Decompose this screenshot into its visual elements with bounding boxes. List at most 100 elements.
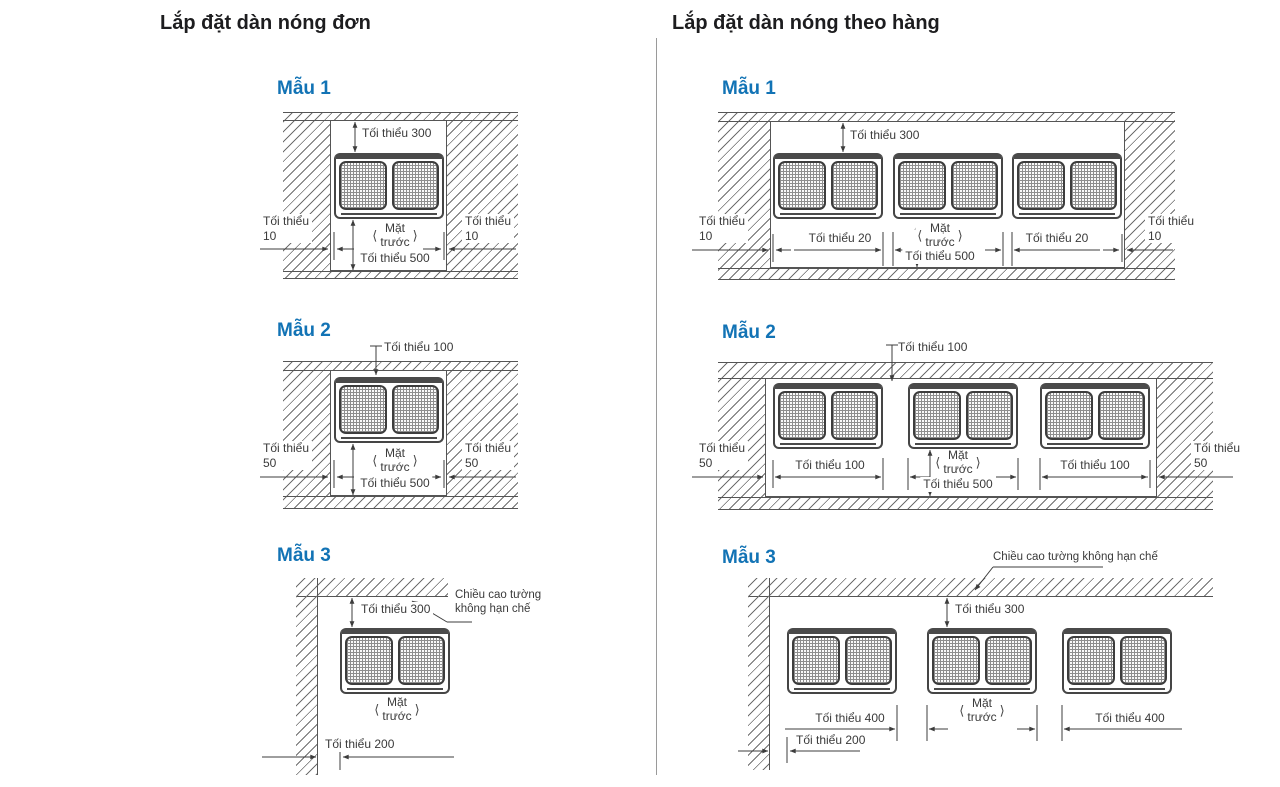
dim-label-top: Tối thiểu 300	[850, 128, 920, 142]
outdoor-unit	[773, 153, 883, 219]
angle-bracket-left-icon: ⟨	[374, 701, 380, 717]
outdoor-unit	[334, 153, 444, 219]
pattern-label-right-1: Mẫu 1	[722, 78, 776, 99]
angle-bracket-left-icon: ⟨	[935, 454, 941, 470]
wall-hatch-top	[296, 578, 448, 597]
wall-line	[718, 268, 1175, 269]
dim-label-top: Tối thiểu 300	[955, 602, 1025, 616]
wall-line	[718, 497, 1213, 498]
pattern-label-right-3: Mẫu 3	[722, 547, 776, 568]
dim-label-bottom: Tối thiểu 500	[357, 251, 433, 266]
fan-grille	[830, 391, 878, 440]
wall-hatch-top	[748, 578, 1213, 597]
fan-grille	[1119, 636, 1167, 685]
diagram-right-mau3: Chiều cao tường không hạn chế Tối thiểu …	[690, 545, 1235, 780]
outdoor-unit	[340, 628, 450, 694]
dim-label-top: Tối thiểu 100	[384, 340, 454, 354]
fan-grille	[830, 161, 878, 210]
fan-grille	[1067, 636, 1115, 685]
dim-label-gap-2: Tối thiểu 100	[1057, 458, 1133, 473]
wall-line	[283, 496, 518, 497]
fan-grille	[1045, 391, 1093, 440]
pattern-label-right-2: Mẫu 2	[722, 322, 776, 343]
angle-bracket-right-icon: ⟩	[999, 702, 1005, 718]
angle-bracket-right-icon: ⟩	[412, 452, 418, 468]
fan-grille	[391, 161, 439, 210]
fan-grille	[345, 636, 393, 685]
angle-bracket-right-icon: ⟩	[414, 701, 420, 717]
dimension-lines-svg	[692, 344, 1233, 497]
pattern-label-left-1: Mẫu 1	[277, 78, 331, 99]
fan-grille	[778, 391, 826, 440]
right-column-title: Lắp đặt dàn nóng theo hàng	[672, 12, 940, 34]
dim-label-bottom: Tối thiểu 200	[322, 737, 398, 752]
angle-bracket-left-icon: ⟨	[917, 227, 923, 243]
dim-label-bottom: Tối thiểu 200	[793, 733, 869, 748]
fan-grille	[913, 391, 961, 440]
fan-grille	[397, 636, 445, 685]
fan-grille	[1097, 391, 1145, 440]
wall-note: Chiều cao tường không hạn chế	[993, 551, 1158, 563]
dim-label-top: Tối thiểu 100	[898, 340, 968, 354]
dimension-lines-svg	[260, 345, 516, 496]
fan-grille	[844, 636, 892, 685]
dim-label-gap-1: Tối thiểu 100	[792, 458, 868, 473]
outdoor-unit	[1040, 383, 1150, 449]
fan-grille	[792, 636, 840, 685]
fan-grille	[339, 161, 387, 210]
outdoor-unit	[893, 153, 1003, 219]
fan-grille	[932, 636, 980, 685]
dim-label-gap-2: Tối thiểu 20	[1022, 231, 1092, 246]
angle-bracket-left-icon: ⟨	[372, 452, 378, 468]
fan-grille	[950, 161, 998, 210]
column-divider	[656, 38, 657, 775]
outdoor-unit	[1062, 628, 1172, 694]
fan-grille	[1017, 161, 1065, 210]
fan-grille	[778, 161, 826, 210]
outdoor-unit	[908, 383, 1018, 449]
wall-hatch-left	[296, 578, 318, 775]
dim-label-gap-1: Tối thiểu 400	[812, 711, 888, 726]
angle-bracket-right-icon: ⟩	[412, 227, 418, 243]
angle-bracket-right-icon: ⟩	[975, 454, 981, 470]
fan-grille	[898, 161, 946, 210]
wall-line	[283, 271, 518, 272]
wall-hatch-left	[748, 578, 770, 770]
outdoor-unit	[1012, 153, 1122, 219]
dim-label-bottom: Tối thiểu 500	[920, 477, 996, 492]
dimension-lines-svg	[260, 121, 516, 271]
angle-bracket-right-icon: ⟩	[957, 227, 963, 243]
angle-bracket-left-icon: ⟨	[959, 702, 965, 718]
outdoor-unit	[773, 383, 883, 449]
dim-label-bottom: Tối thiểu 500	[902, 249, 978, 264]
fan-grille	[391, 385, 439, 434]
dimension-lines-svg	[738, 566, 1182, 763]
dim-label-top: Tối thiểu 300	[362, 126, 432, 140]
fan-grille	[965, 391, 1013, 440]
fan-grille	[339, 385, 387, 434]
dim-label-gap-2: Tối thiểu 400	[1092, 711, 1168, 726]
outdoor-unit	[334, 377, 444, 443]
